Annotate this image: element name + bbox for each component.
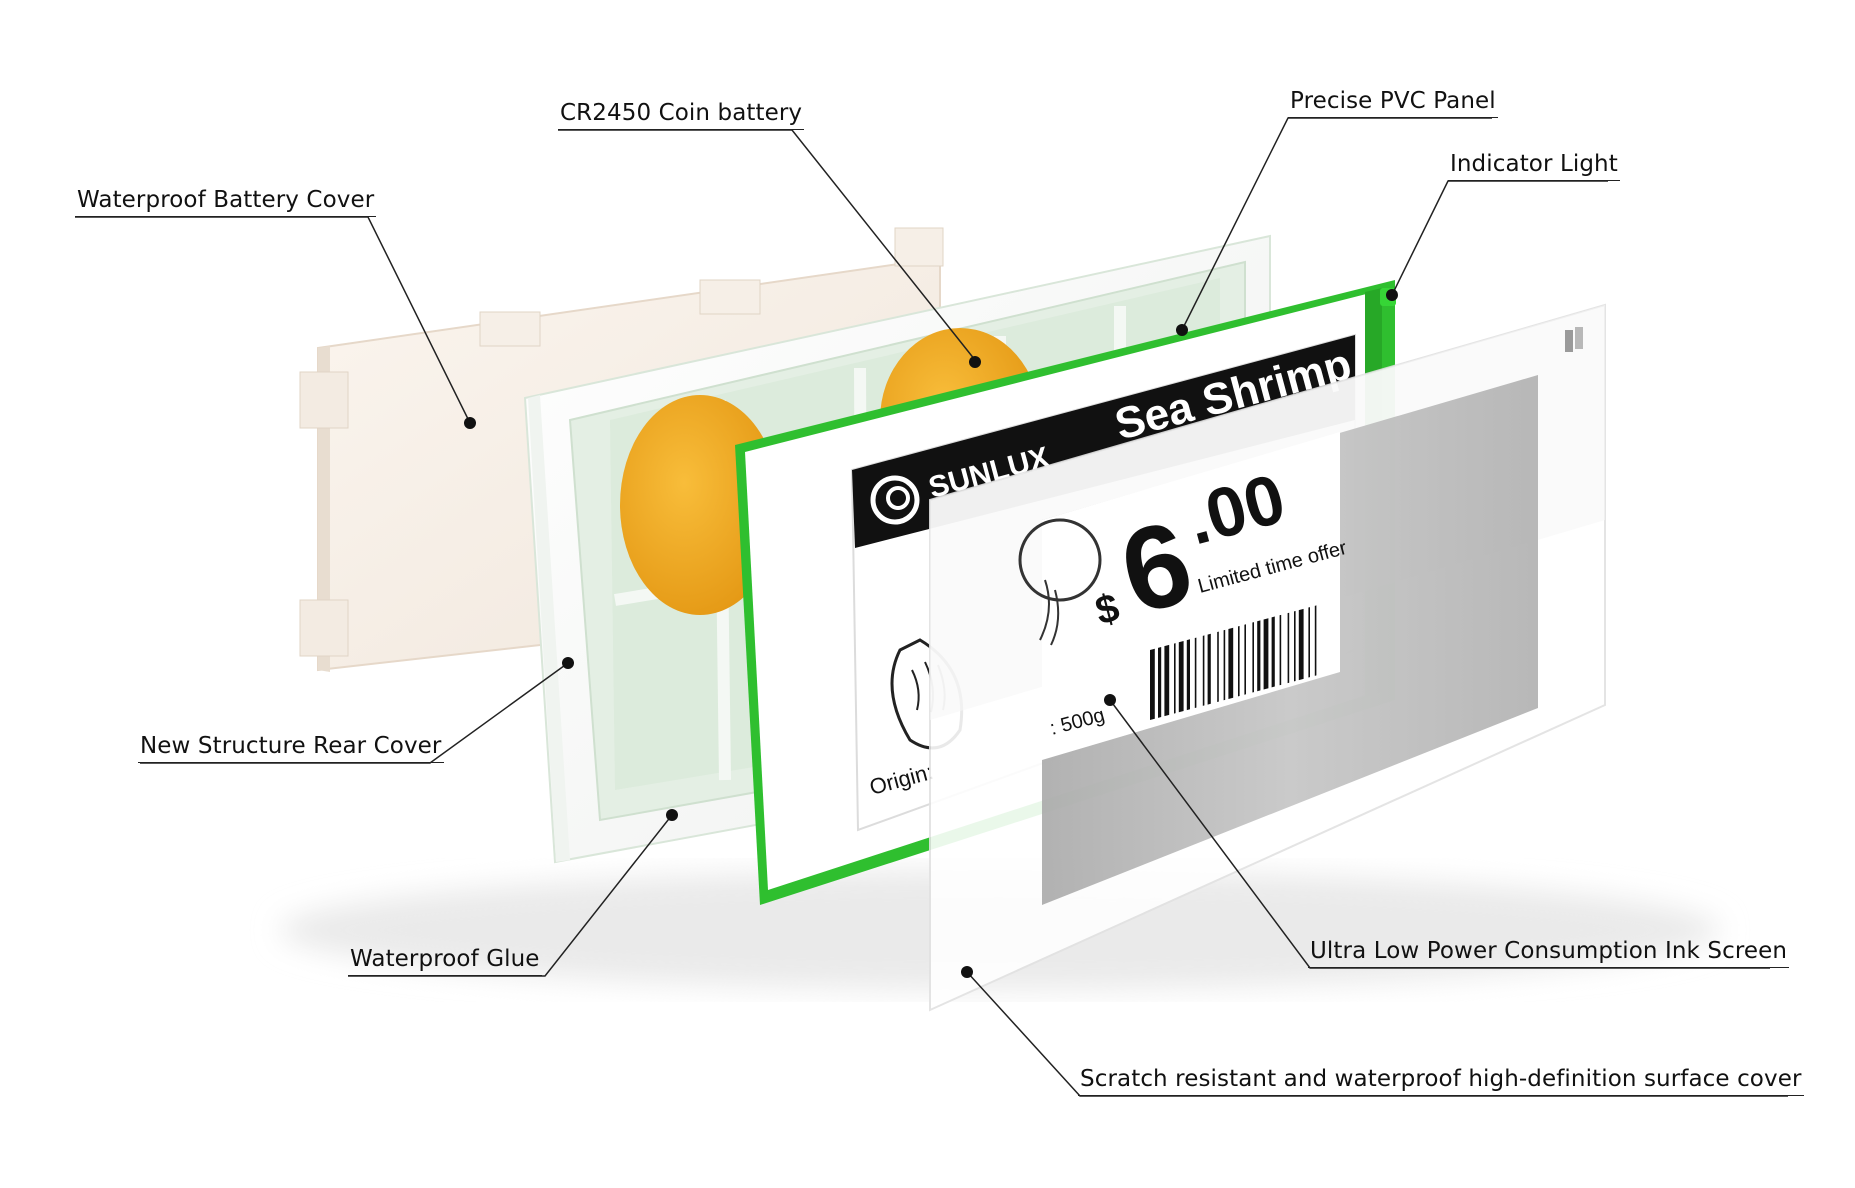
barcode-bar: [1178, 640, 1184, 713]
barcode-bar: [1279, 614, 1282, 686]
leader-dots: [464, 289, 1398, 978]
crab-illustration: [1018, 518, 1102, 602]
barcode-bar: [1186, 639, 1190, 711]
label-coin-battery: CR2450 Coin battery: [558, 99, 805, 130]
barcode: [1150, 605, 1317, 720]
barcode-bar: [1263, 618, 1269, 690]
label-indicator-light: Indicator Light: [1448, 150, 1620, 181]
barcode-bar: [1207, 633, 1211, 705]
barcode-bar: [1244, 624, 1247, 695]
barcode-bar: [1294, 610, 1296, 682]
barcode-bar: [1298, 608, 1304, 681]
barcode-bar: [1271, 616, 1275, 688]
barcode-bar: [1202, 635, 1205, 706]
label-glue: Waterproof Glue: [348, 945, 542, 976]
barcode-bar: [1308, 607, 1310, 678]
label-surface-cover: Scratch resistant and waterproof high-de…: [1078, 1065, 1804, 1096]
cover-corner-mark: [1565, 330, 1573, 352]
barcode-bar: [1164, 644, 1170, 717]
barcode-bar: [1314, 605, 1317, 676]
barcode-bar: [1217, 631, 1219, 702]
barcode-bar: [1223, 629, 1226, 701]
barcode-bar: [1174, 643, 1176, 714]
leader-lines: [75, 117, 1788, 1097]
label-rear-cover: New Structure Rear Cover: [138, 732, 444, 763]
barcode-bar: [1158, 646, 1162, 718]
barcode-bar: [1238, 625, 1240, 697]
label-battery-cover: Waterproof Battery Cover: [75, 186, 377, 217]
barcode-bar: [1252, 622, 1255, 693]
barcode-bar: [1257, 620, 1261, 692]
label-pvc-panel: Precise PVC Panel: [1288, 87, 1498, 118]
barcode-bar: [1150, 648, 1155, 720]
barcode-bar: [1228, 627, 1234, 699]
surface-cover-part: $ 6 .00 Limited time offer : 500g: [929, 303, 1606, 1012]
barcode-bar: [1194, 637, 1197, 708]
barcode-bar: [1287, 612, 1290, 684]
label-ink-screen: Ultra Low Power Consumption Ink Screen: [1308, 937, 1790, 968]
